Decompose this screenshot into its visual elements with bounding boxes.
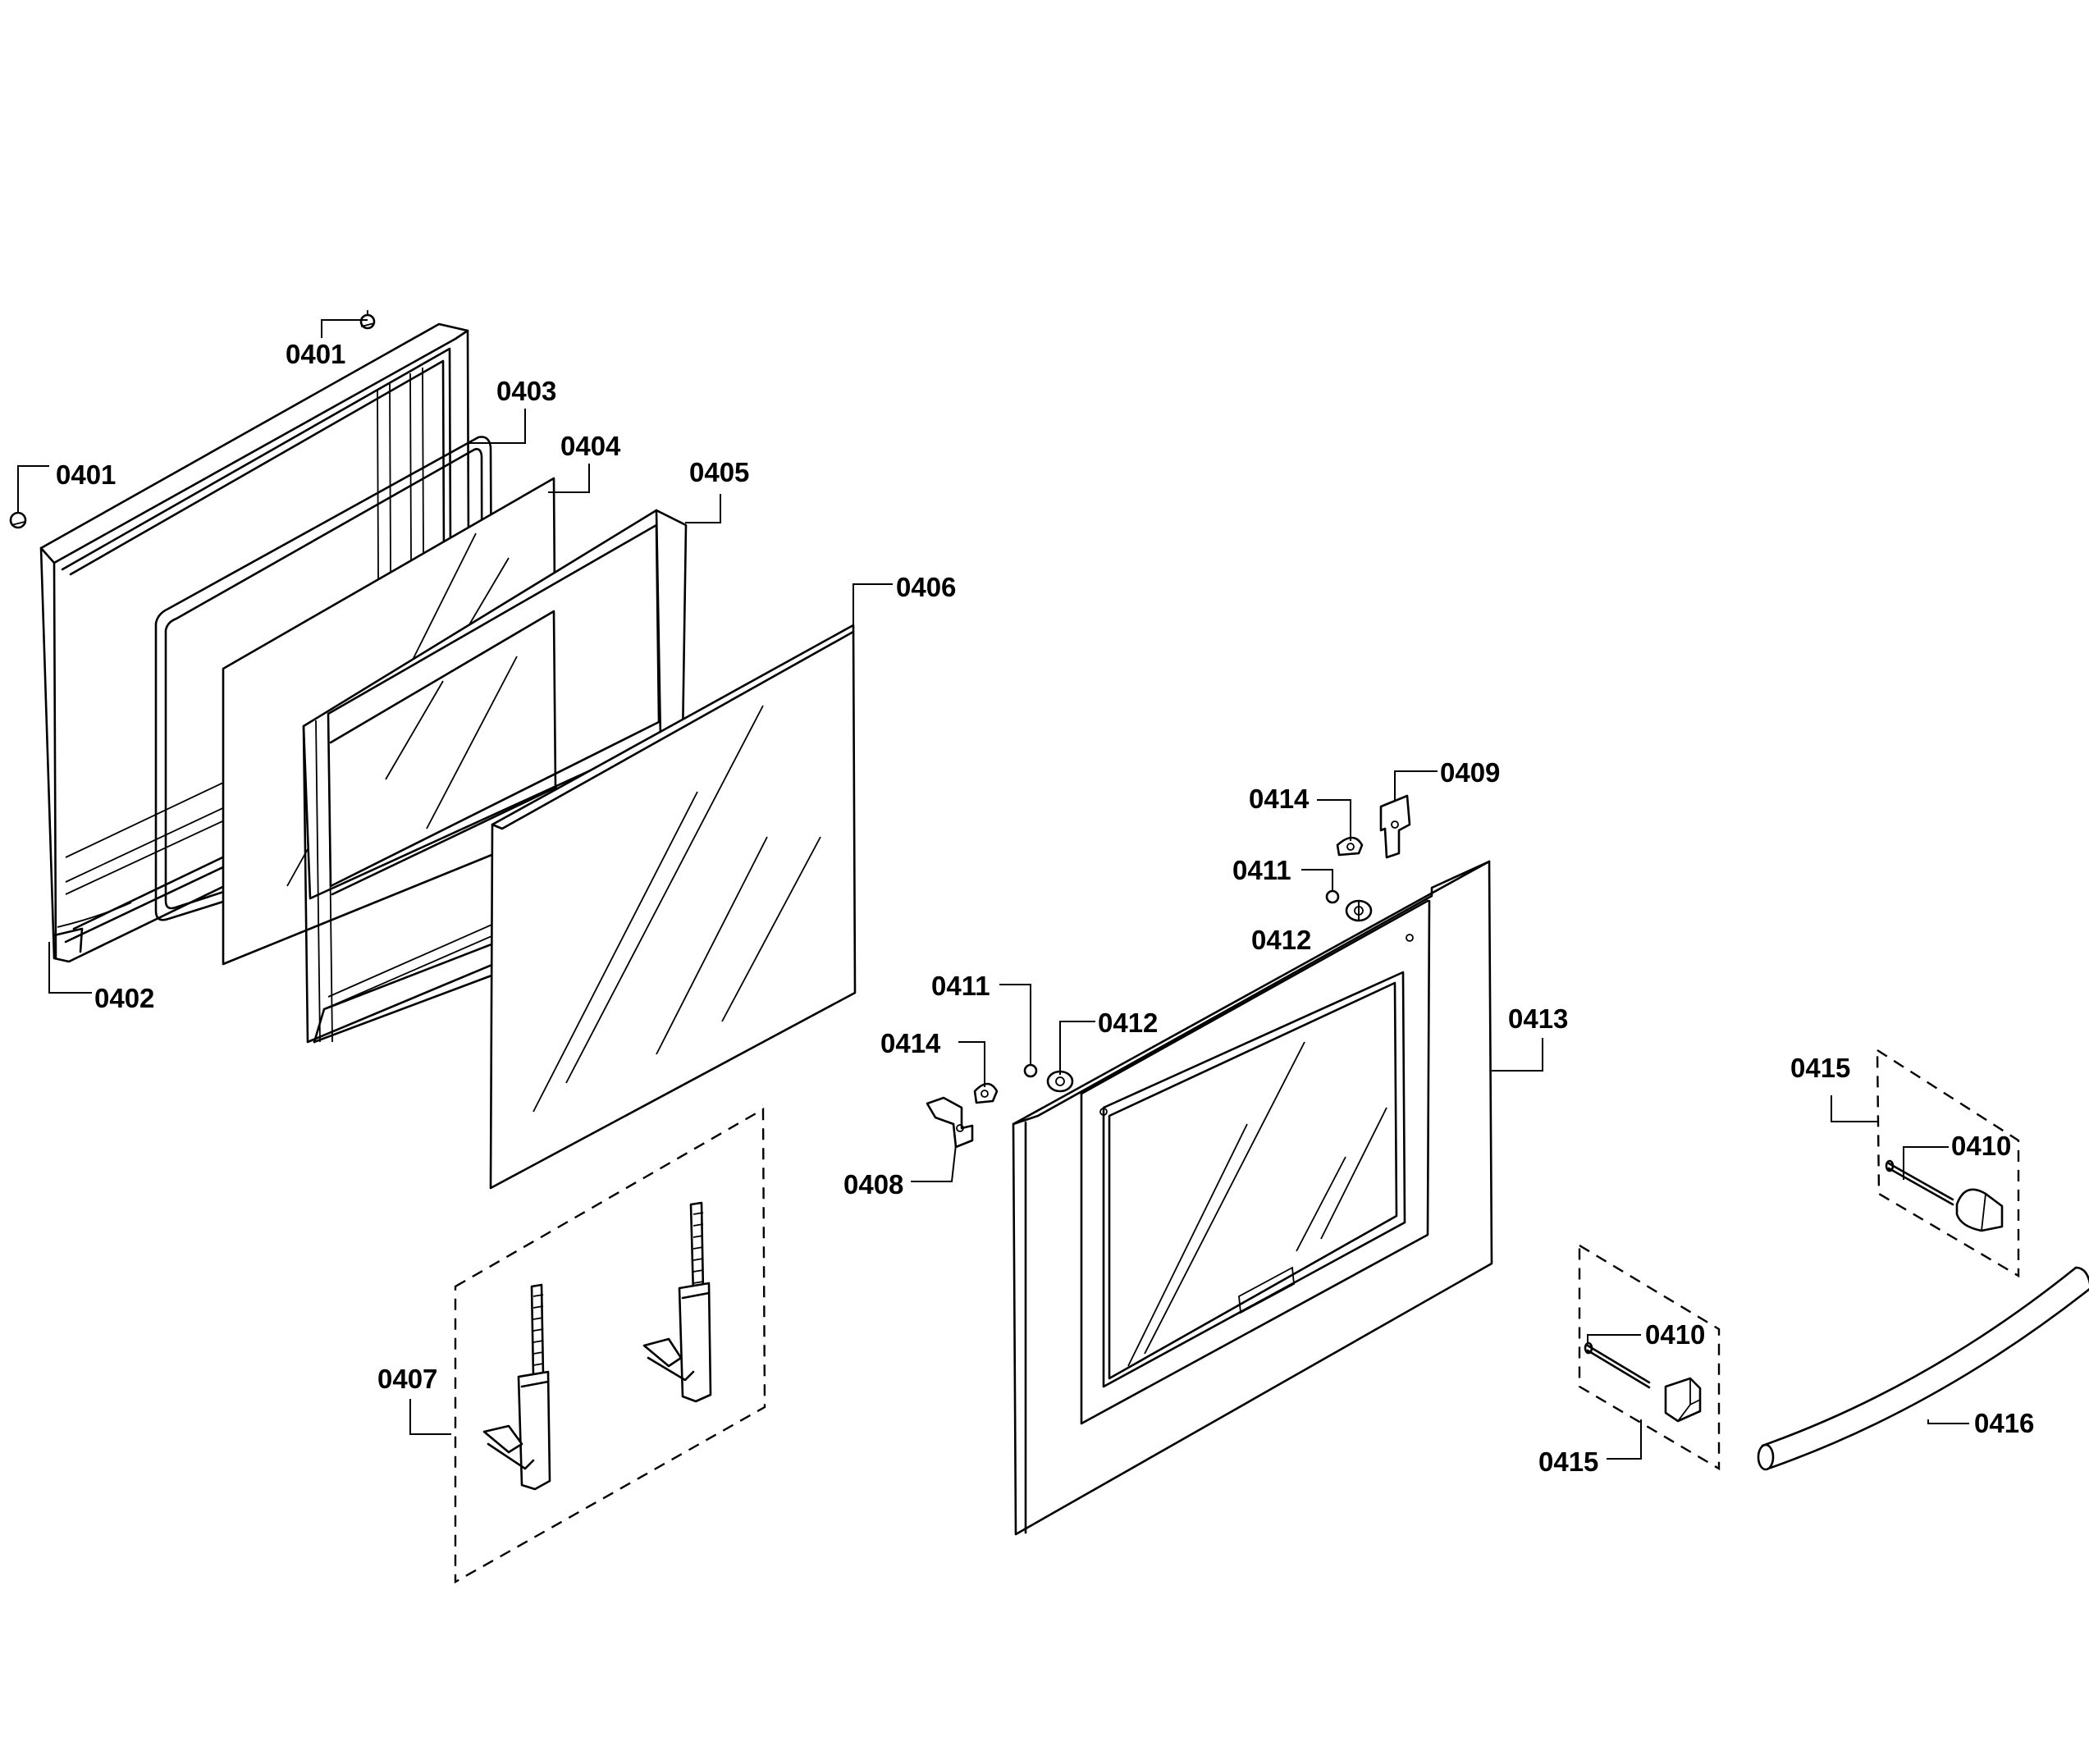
label-0412-top: 0412 bbox=[1251, 925, 1311, 955]
label-0408: 0408 bbox=[843, 1169, 903, 1200]
hinge-group-0407 bbox=[454, 1107, 766, 1584]
cam-0414-top bbox=[1336, 836, 1364, 857]
label-0411-top: 0411 bbox=[1232, 855, 1291, 885]
label-0415-bottom: 0415 bbox=[1538, 1446, 1598, 1477]
leader-lines bbox=[17, 319, 1969, 1460]
door-handle-0416 bbox=[1757, 1266, 2089, 1471]
washer-0411-left bbox=[1023, 1063, 1038, 1078]
label-0404: 0404 bbox=[560, 431, 621, 461]
label-0410-bottom: 0410 bbox=[1645, 1319, 1705, 1350]
label-0405: 0405 bbox=[689, 457, 749, 487]
label-0414-left: 0414 bbox=[880, 1028, 941, 1058]
label-0402: 0402 bbox=[94, 983, 154, 1013]
label-0406: 0406 bbox=[896, 572, 956, 602]
hinge-left bbox=[482, 1283, 551, 1491]
outer-door-panel-0413 bbox=[1012, 860, 1493, 1536]
hinge-bracket-0409 bbox=[1379, 794, 1411, 859]
handle-mount-kit-0415-top bbox=[1876, 1048, 2020, 1278]
hinge-right bbox=[642, 1201, 712, 1403]
label-0401-left: 0401 bbox=[56, 459, 116, 490]
label-0401-top: 0401 bbox=[286, 339, 345, 369]
part-labels: 0401 0401 0402 0403 0404 0405 0406 0407 … bbox=[56, 339, 2034, 1477]
label-0412-left: 0412 bbox=[1098, 1008, 1158, 1038]
handle-mount-kit-0415-bottom bbox=[1578, 1243, 1721, 1471]
label-0415-top: 0415 bbox=[1790, 1053, 1850, 1083]
label-0409: 0409 bbox=[1440, 757, 1500, 788]
outer-glass-0406 bbox=[489, 624, 857, 1190]
label-0410-top: 0410 bbox=[1951, 1131, 2011, 1161]
label-0403: 0403 bbox=[496, 376, 556, 406]
washer-0411-top bbox=[1325, 889, 1340, 904]
label-0407: 0407 bbox=[377, 1364, 437, 1394]
cam-0414-left bbox=[973, 1082, 999, 1104]
label-0416: 0416 bbox=[1974, 1408, 2034, 1438]
label-0413: 0413 bbox=[1508, 1003, 1568, 1034]
screw-0401-top bbox=[359, 310, 376, 330]
label-0414-top: 0414 bbox=[1249, 784, 1310, 814]
hinge-bracket-0408 bbox=[926, 1096, 974, 1149]
glass-retainer-frame-0405 bbox=[302, 509, 688, 1044]
label-0411-left: 0411 bbox=[931, 971, 990, 1001]
